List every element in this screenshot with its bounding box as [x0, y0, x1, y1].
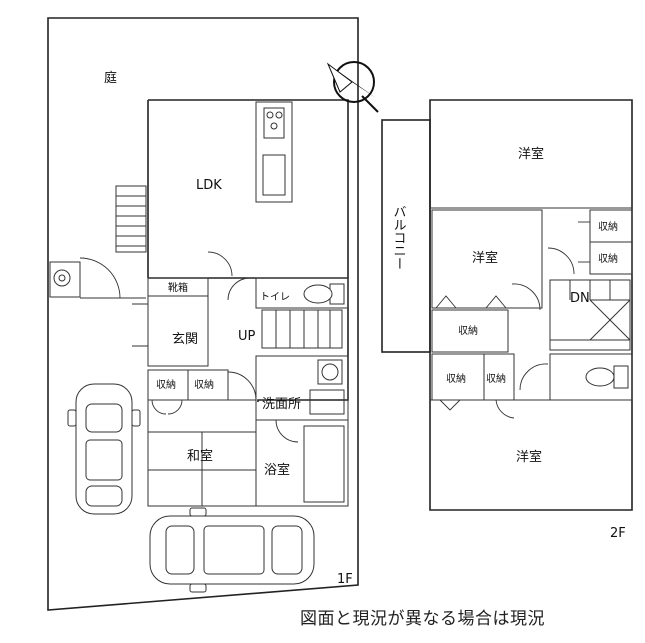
- room-label-shoe-cabinet: 靴箱: [168, 281, 188, 294]
- room-label-storage-right: 収納: [194, 378, 214, 391]
- garden-steps: [115, 185, 147, 253]
- toilet-1f: [255, 277, 349, 309]
- floor-1f: 庭 LDK 靴箱 トイレ 玄関 UP 収納 収納 洗面所 和室 浴室 1F: [47, 17, 379, 611]
- room-label-garden: 庭: [104, 70, 117, 86]
- room-label-western-middle: 洋室: [472, 250, 498, 266]
- north-arrow-icon: [326, 61, 379, 113]
- stairs-1f: [261, 309, 343, 349]
- footnote: 図面と現況が異なる場合は現況: [300, 609, 545, 629]
- room-label-balcony: バルコニー: [391, 205, 407, 270]
- room-label-western-top: 洋室: [518, 146, 544, 162]
- room-label-stairs-up: UP: [238, 329, 256, 344]
- toilet-2f: [549, 353, 633, 401]
- room-label-stairs-down: DN: [570, 291, 590, 306]
- room-label-storage-c: 収納: [458, 324, 478, 337]
- floor-label-1f: 1F: [337, 572, 353, 587]
- floor-2f: 洋室 バルコニー 洋室 収納 収納 DN 収納 収納 収納 洋室 2F: [381, 99, 633, 541]
- room-label-ldk: LDK: [196, 178, 222, 193]
- room-label-entrance: 玄関: [172, 332, 198, 347]
- lot-boundary: [47, 17, 359, 611]
- side-gate: [49, 257, 146, 299]
- bathroom-1f: [255, 419, 349, 507]
- room-label-storage-left: 収納: [156, 378, 176, 391]
- room-label-storage-a: 収納: [598, 220, 618, 233]
- balcony: [381, 119, 431, 353]
- washroom-1f: [255, 355, 349, 421]
- floor-label-2f: 2F: [610, 526, 626, 541]
- meter-icon: [53, 269, 71, 287]
- room-label-western-bottom: 洋室: [516, 449, 542, 465]
- car-horizontal: [149, 507, 315, 593]
- stairs-2f: [549, 279, 631, 351]
- room-label-storage-e: 収納: [486, 372, 506, 385]
- room-label-washroom: 洗面所: [262, 397, 301, 412]
- kitchen-counter: [255, 101, 293, 203]
- room-label-storage-d: 収納: [446, 372, 466, 385]
- room-label-toilet: トイレ: [260, 292, 290, 303]
- house-outline-2f: [429, 99, 633, 511]
- entrance-area: [132, 251, 251, 367]
- room-label-bathroom: 浴室: [264, 462, 290, 478]
- car-vertical: [67, 383, 141, 515]
- room-label-storage-b: 収納: [598, 252, 618, 265]
- room-label-japanese-room: 和室: [187, 448, 213, 464]
- house-outline-1f: [148, 99, 349, 402]
- storage-1f: [147, 369, 257, 415]
